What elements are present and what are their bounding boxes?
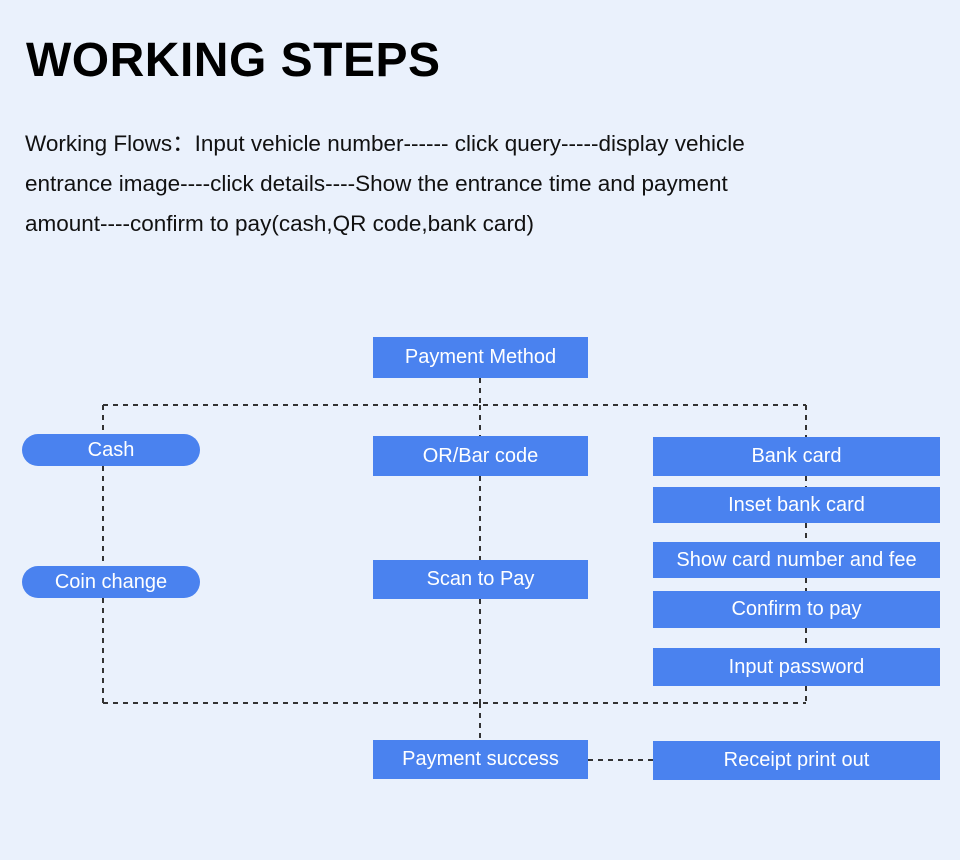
page-title: WORKING STEPS [26,34,441,87]
node-receipt-print-out[interactable]: Receipt print out [653,741,940,780]
node-show-card-number-and-fee[interactable]: Show card number and fee [653,542,940,578]
node-qr-bar-code[interactable]: OR/Bar code [373,436,588,476]
node-inset-bank-card[interactable]: Inset bank card [653,487,940,523]
description-line-2: entrance image----click details----Show … [25,171,728,196]
node-coin-change[interactable]: Coin change [22,566,200,598]
node-confirm-to-pay[interactable]: Confirm to pay [653,591,940,628]
node-scan-to-pay[interactable]: Scan to Pay [373,560,588,599]
node-bank-card[interactable]: Bank card [653,437,940,476]
node-cash[interactable]: Cash [22,434,200,466]
description-line-1: Working Flows：Input vehicle number------… [25,131,745,156]
node-payment-success[interactable]: Payment success [373,740,588,779]
node-input-password[interactable]: Input password [653,648,940,686]
node-payment-method[interactable]: Payment Method [373,337,588,378]
working-flows-description: Working Flows：Input vehicle number------… [25,124,935,244]
description-line-3: amount----confirm to pay(cash,QR code,ba… [25,211,534,236]
